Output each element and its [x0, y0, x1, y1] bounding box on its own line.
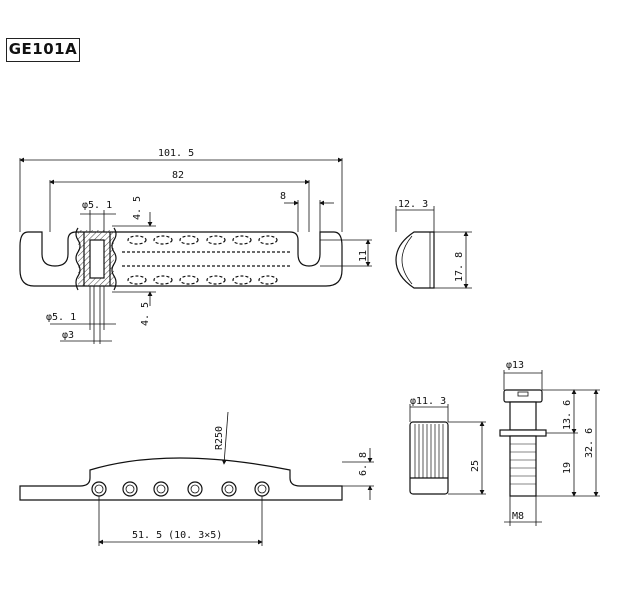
saddle-height-label: 6. 8 — [358, 452, 369, 476]
dimension-lines-stud — [503, 370, 600, 526]
dimension-labels-stud: φ13 13. 6 19 32. 6 M8 — [506, 360, 595, 522]
slot-height-label: 11 — [358, 250, 369, 262]
stud-total-label: 32. 6 — [584, 428, 595, 458]
end-height-label: 17. 8 — [454, 252, 465, 282]
dimension-labels-top: 101. 5 82 8 φ5. 1 4. 5 4. 5 φ5. 1 φ3 11 — [46, 148, 369, 341]
gap-top-label: 4. 5 — [132, 196, 143, 220]
bridge-top-view — [19, 227, 343, 291]
stud-lower-label: 19 — [562, 462, 573, 474]
gap-bottom-label: 4. 5 — [140, 302, 151, 326]
hole-diameter-top-label: φ5. 1 — [82, 200, 112, 211]
dimension-lines-side — [98, 411, 374, 546]
hole-diameter-bottom-label: φ5. 1 — [46, 312, 76, 323]
stud-diameter-label: φ3 — [62, 330, 74, 341]
post-spacing-label: 82 — [172, 170, 184, 181]
dimension-lines-top — [19, 157, 372, 344]
end-width-label: 12. 3 — [398, 199, 428, 210]
wheel-height-label: 25 — [470, 460, 481, 472]
radius-label: R250 — [214, 426, 225, 450]
dimension-lines-end — [395, 206, 472, 289]
dimension-labels-end: 12. 3 17. 8 — [398, 199, 465, 282]
stud-head-diameter-label: φ13 — [506, 360, 524, 371]
wheel-diameter-label: φ11. 3 — [410, 396, 446, 407]
dimension-labels-side: R250 6. 8 51. 5 (10. 3×5) — [132, 426, 369, 541]
stud-upper-label: 13. 6 — [562, 400, 573, 430]
dimension-lines-wheel — [409, 404, 486, 495]
slot-width-label: 8 — [280, 191, 286, 202]
dimension-labels-wheel: φ11. 3 25 — [410, 396, 481, 472]
thumb-wheel — [409, 421, 449, 495]
bridge-end-view — [395, 231, 435, 289]
model-label: GE101A — [6, 38, 80, 62]
stud-screw — [499, 389, 547, 497]
saddle-span-label: 51. 5 (10. 3×5) — [132, 530, 222, 541]
thread-label: M8 — [512, 511, 524, 522]
bridge-side-view — [19, 457, 343, 501]
overall-length-label: 101. 5 — [158, 148, 194, 159]
